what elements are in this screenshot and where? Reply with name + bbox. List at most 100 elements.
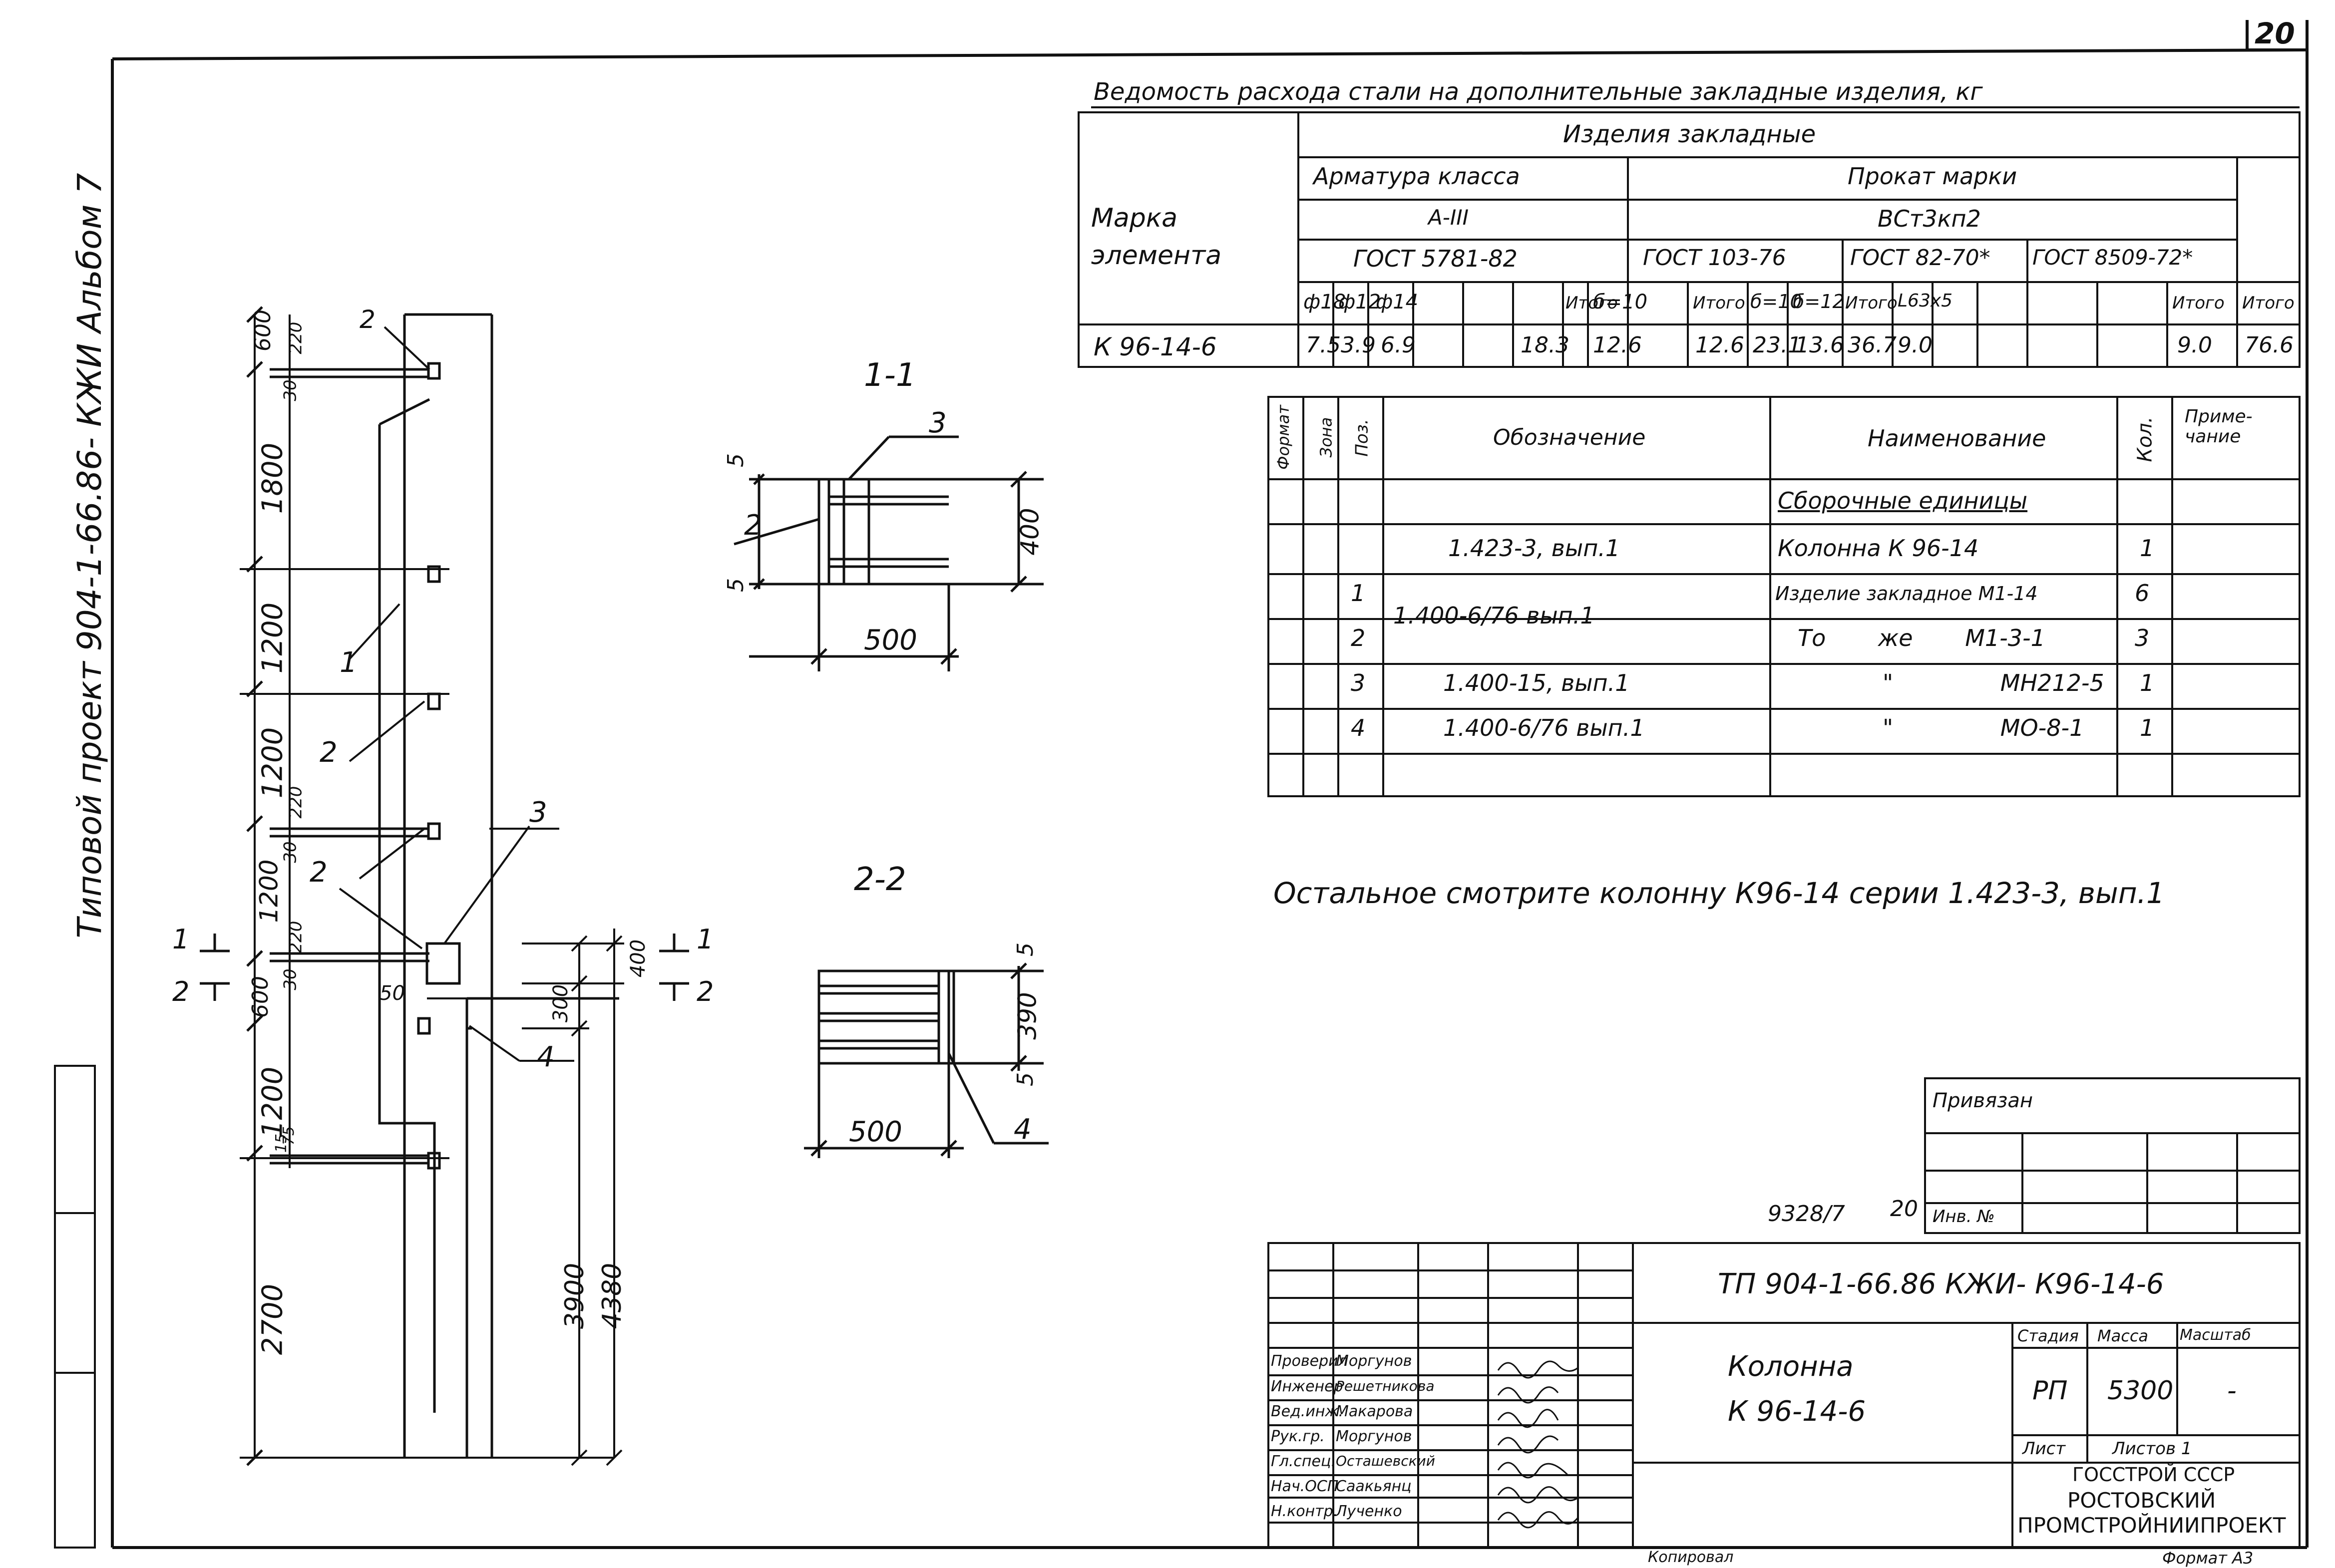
steel-table-title: Ведомость расхода стали на дополнительны… (1094, 78, 1983, 106)
drawing-name-2: К 96-14-6 (1728, 1395, 1866, 1428)
signer-role: Н.контр. (1271, 1503, 1338, 1520)
header-zone: Зона (1316, 417, 1336, 458)
spec-row-qty: 3 (2135, 625, 2150, 651)
signer-name: Макарова (1336, 1403, 1413, 1420)
dim: 4380 (597, 1262, 628, 1329)
section-2-2 (804, 962, 1049, 1158)
dim: 2700 (256, 1283, 289, 1355)
cut-1-left: 1 (172, 924, 190, 955)
col-header: Итого (2172, 293, 2225, 313)
steel-table-grid (1078, 106, 2301, 368)
col-header: Итого (1693, 293, 1745, 313)
rebar-class-header: Арматура класса (1313, 163, 1520, 190)
header-qty: Кол. (2133, 416, 2157, 462)
spec-table-grid (1267, 396, 2301, 797)
cell: 9.0 (2177, 332, 2212, 358)
section-2-label: 2-2 (854, 861, 906, 898)
cell: 18.3 (1521, 332, 1569, 358)
spec-row-qty: 1 (2140, 669, 2155, 696)
signer-name: Осташевский (1336, 1453, 1435, 1469)
spec-row-pos: 3 (1351, 669, 1366, 696)
dim: 400 (627, 939, 650, 978)
col-header: ф12 (1338, 291, 1381, 314)
dim: 1200 (254, 859, 284, 923)
col-header: Итого (2242, 293, 2295, 313)
s1-dim-width: 500 (864, 624, 917, 656)
spec-row-qty: 1 (2140, 714, 2155, 741)
org-line-1: ГОССТРОЙ СССР (2072, 1464, 2235, 1486)
spec-row-name: То же М1-3-1 (1798, 625, 2045, 651)
left-dimension-chain (240, 306, 614, 1466)
scale-label: Масштаб (2180, 1326, 2251, 1344)
inv-label: Инв. № (1933, 1207, 1995, 1227)
header-note: Приме-чание (2185, 406, 2253, 447)
spec-row-designation: 1.423-3, вып.1 (1448, 535, 1620, 562)
section-1-1 (734, 435, 1044, 671)
col-header: Итого (1845, 293, 1898, 313)
cell: 3.9 (1341, 332, 1376, 358)
col-header: б=10 (1593, 291, 1648, 314)
s1-pos-2: 2 (744, 509, 762, 542)
cell: 6.9 (1381, 332, 1416, 358)
signer-name: Решетникова (1336, 1378, 1435, 1394)
rolled-grade: ВСт3кп2 (1878, 205, 1981, 232)
cut-1-right: 1 (697, 924, 714, 955)
cell: 23.1 (1753, 332, 1802, 358)
spec-row-name: Сборочные единицы (1778, 487, 2028, 514)
header-designation: Обозначение (1493, 425, 1646, 450)
binding-label: Привязан (1933, 1089, 2033, 1112)
cell: 7.5 (1306, 332, 1341, 358)
header-format: Формат (1273, 405, 1293, 470)
spec-row-name: " МН212-5 (1883, 669, 2104, 696)
cell: 36.7 (1848, 332, 1897, 358)
title-block-grid (1267, 1077, 2301, 1549)
col-header: ф14 (1376, 291, 1419, 314)
right-dimension-chain (427, 929, 624, 1466)
side-title: Типовой проект 904-1-66.86- КЖИ Альбом 7 (70, 173, 109, 939)
s1-pos-3: 3 (929, 407, 947, 439)
dim: 15 (273, 1133, 291, 1153)
inv-number: 9328/7 (1768, 1201, 1845, 1227)
cell: 12.6 (1695, 332, 1744, 358)
signer-role: Вед.инж. (1271, 1403, 1343, 1420)
stage-value: РП (2032, 1376, 2068, 1406)
s2-pos-4: 4 (1014, 1113, 1032, 1146)
spec-row-qty: 1 (2140, 535, 2155, 562)
spec-row-designation: 1.400-6/76 вып.1 (1443, 714, 1645, 741)
dim: 30 (280, 968, 301, 990)
cell: 9.0 (1898, 332, 1933, 358)
signer-role: Рук.гр. (1271, 1428, 1325, 1445)
s2-dim-height: 390 (1013, 992, 1042, 1040)
s2-dim-width: 500 (849, 1116, 902, 1148)
drawing-name-1: Колонна (1728, 1350, 1854, 1383)
footer-format: Формат А3 (2162, 1549, 2254, 1568)
footer-copied: Копировал (1648, 1549, 1734, 1566)
rebar-gost: ГОСТ 5781-82 (1353, 245, 1518, 272)
gost-103: ГОСТ 103-76 (1643, 245, 1786, 271)
col-header: б=12 (1793, 291, 1845, 313)
spec-row-designation: 1.400-6/76 вып.1 (1393, 602, 1595, 629)
spec-row-pos: 2 (1351, 625, 1366, 651)
signature-scribbles (1497, 1360, 1579, 1529)
drawing-code: ТП 904-1-66.86 КЖИ- К96-14-6 (1718, 1268, 2164, 1300)
stage-label: Стадия (2017, 1326, 2079, 1345)
org-line-3: ПРОМСТРОЙНИИПРОЕКТ (2017, 1513, 2286, 1538)
org-line-2: РОСТОВСКИЙ (2067, 1488, 2216, 1513)
mass-value: 5300 (2107, 1376, 2174, 1406)
dim-50: 50 (380, 982, 405, 1005)
pos-label: 1 (340, 646, 358, 679)
signer-name: Лученко (1336, 1503, 1402, 1520)
signer-name: Саакьянц (1336, 1478, 1412, 1495)
pos-label: 3 (529, 796, 547, 829)
mass-label: Масса (2097, 1326, 2149, 1345)
spec-row-name: " МО-8-1 (1883, 714, 2084, 741)
dim: 220 (286, 921, 306, 953)
header-pos: Поз. (1352, 419, 1372, 457)
spec-row-qty: 6 (2135, 580, 2150, 607)
s1-dim-height: 400 (1015, 508, 1045, 556)
embedded-items (270, 362, 441, 1413)
spec-row-name: Колонна К 96-14 (1778, 535, 1979, 562)
cell: 76.6 (2245, 332, 2294, 358)
binding-strip (54, 1065, 96, 1549)
